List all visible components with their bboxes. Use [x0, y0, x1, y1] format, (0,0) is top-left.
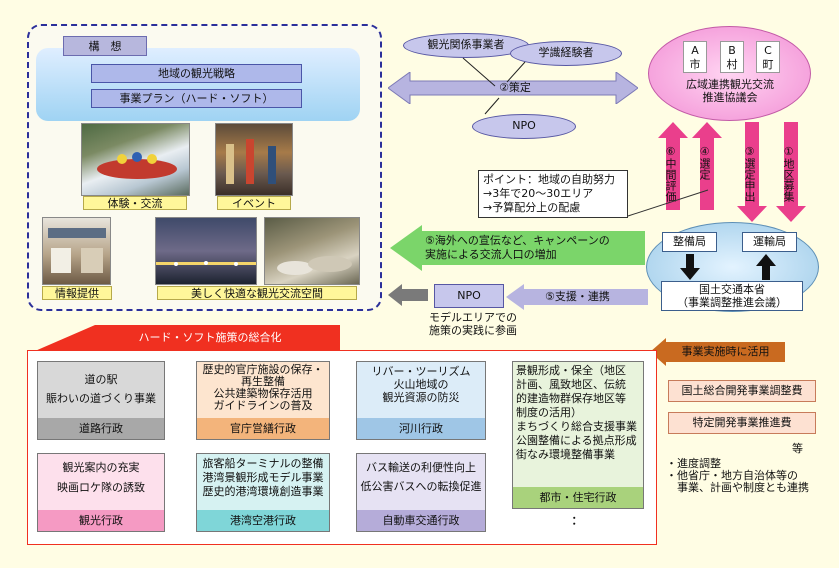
grey-small-arrow: [388, 284, 428, 306]
admin-road: 道の駅 賑わいの道づくり事業 道路行政: [37, 361, 165, 440]
admin-more: ：: [571, 514, 583, 527]
admin-tourism: 観光案内の充実 映画ロケ隊の誘致 観光行政: [37, 453, 165, 532]
photo-caption-event: イベント: [217, 196, 291, 210]
npo-label-top: NPO: [512, 119, 536, 132]
council-title: 広域連携観光交流 推進協議会: [686, 78, 774, 104]
npo-box-bottom: NPO: [434, 284, 504, 308]
npo-description: モデルエリアでの 施策の実践に参画: [429, 311, 517, 337]
admin-river-foot: 河川行政: [357, 418, 485, 439]
campaign-arrow: [390, 225, 645, 271]
plan-box: 事業プラン（ハード・ソフト）: [91, 89, 302, 108]
step6-label: ⑥中間評価: [664, 145, 677, 202]
npo-ellipse-top: [472, 114, 576, 139]
admin-city-foot: 都市・住宅行政: [513, 487, 643, 508]
admin-river: リバー・ツーリズム 火山地域の 観光資源の防災 河川行政: [356, 361, 486, 440]
photo-event: [215, 123, 293, 196]
city-a: A 市: [683, 41, 707, 73]
admin-city-housing: 景観形成・保全（地区 計画、風致地区、伝統 的建造物群保存地区等 制度の活用） …: [512, 361, 644, 509]
step5b-label: ⑤支援・連携: [545, 290, 610, 303]
fund-national: 国土総合開発事業調整費: [668, 380, 816, 402]
village-b: B 村: [720, 41, 744, 73]
concept-label: 構 想: [63, 36, 147, 56]
coordination-notes: ・進度調整 ・他省庁・地方自治体等の 事業、計画や制度とも連携: [666, 457, 809, 494]
admin-auto: バス輸送の利便性向上 低公害バスへの転換促進 自動車交通行政: [356, 453, 486, 532]
photo-night-view: [155, 217, 257, 285]
admin-government-building: 歴史的官庁施設の保存・ 再生整備 公共建築物保存活用 ガイドラインの普及 官庁営…: [196, 361, 330, 440]
funds-etc: 等: [792, 442, 803, 455]
photo-caption-space: 美しく快適な観光交流空間: [157, 286, 357, 300]
integration-arrow: [35, 325, 340, 351]
arrow-s4: [692, 122, 722, 210]
point-box: ポイント：地域の自助努力 →3年で20～30エリア →予算配分上の配慮: [478, 170, 628, 218]
tourism-business-label: 観光関係事業者: [427, 38, 505, 51]
experts-ellipse: [510, 41, 622, 66]
admin-auto-foot: 自動車交通行政: [357, 510, 485, 531]
support-arrow: [506, 284, 648, 310]
integration-banner-label: ハード・ソフト施策の総合化: [138, 331, 282, 344]
bureau-transport: 運輸局: [742, 232, 797, 252]
photo-caption-experience: 体験・交流: [83, 196, 187, 210]
step4-label: ④選定: [698, 145, 711, 180]
admin-road-body: 道の駅 賑わいの道づくり事業: [46, 373, 156, 405]
formulation-double-arrow: [388, 72, 638, 104]
photo-rafting: [81, 123, 190, 196]
photo-garden: [264, 217, 360, 285]
admin-tourism-foot: 観光行政: [38, 510, 164, 531]
step3-label: ③選定申出: [743, 145, 756, 202]
project-banner-label: 事業実施時に活用: [681, 345, 770, 358]
step2-label: ②策定: [499, 81, 531, 94]
admin-road-foot: 道路行政: [38, 418, 164, 439]
strategy-box: 地域の観光戦略: [91, 64, 302, 83]
experts-label: 学識経験者: [538, 46, 594, 59]
ministry-arrows: [680, 254, 776, 280]
bureau-development: 整備局: [662, 232, 717, 252]
concept-sky-band: [36, 48, 360, 121]
admin-auto-body: バス輸送の利便性向上 低公害バスへの転換促進: [360, 461, 482, 493]
admin-port-body: 旅客船ターミナルの整備 港湾景観形成モデル事業 歴史的港湾環境創造事業: [202, 457, 324, 498]
arrow-s3: [737, 122, 767, 222]
admin-city-body: 景観形成・保全（地区 計画、風致地区、伝統 的建造物群保存地区等 制度の活用） …: [516, 364, 637, 461]
ministry-box: 国土交通本省 （事業調整推進会議）: [661, 281, 803, 311]
arrow-s6: [658, 122, 688, 210]
admin-river-body: リバー・ツーリズム 火山地域の 観光資源の防災: [371, 365, 471, 404]
project-arrow: [650, 338, 785, 366]
admin-tourism-body: 観光案内の充実 映画ロケ隊の誘致: [57, 461, 145, 494]
point-pointer: [627, 189, 709, 217]
photo-caption-info: 情報提供: [42, 286, 112, 300]
step1-label: ①地区募集: [782, 145, 795, 202]
admin-port: 旅客船ターミナルの整備 港湾景観形成モデル事業 歴史的港湾環境創造事業 港湾空港…: [196, 453, 330, 532]
fund-special: 特定開発事業推進費: [668, 412, 816, 434]
tourism-business-ellipse: [403, 33, 529, 58]
admin-port-foot: 港湾空港行政: [197, 510, 329, 531]
town-c: C 町: [756, 41, 780, 73]
arrow-s1: [776, 122, 806, 222]
connector-lines: [462, 57, 526, 115]
step5a-label: ⑤海外への宣伝など、キャンペーンの 実施による交流人口の増加: [425, 234, 610, 261]
photo-info-center: [42, 217, 111, 285]
admin-building-foot: 官庁営繕行政: [197, 418, 329, 439]
admin-building-body: 歴史的官庁施設の保存・ 再生整備 公共建築物保存活用 ガイドラインの普及: [202, 363, 324, 412]
